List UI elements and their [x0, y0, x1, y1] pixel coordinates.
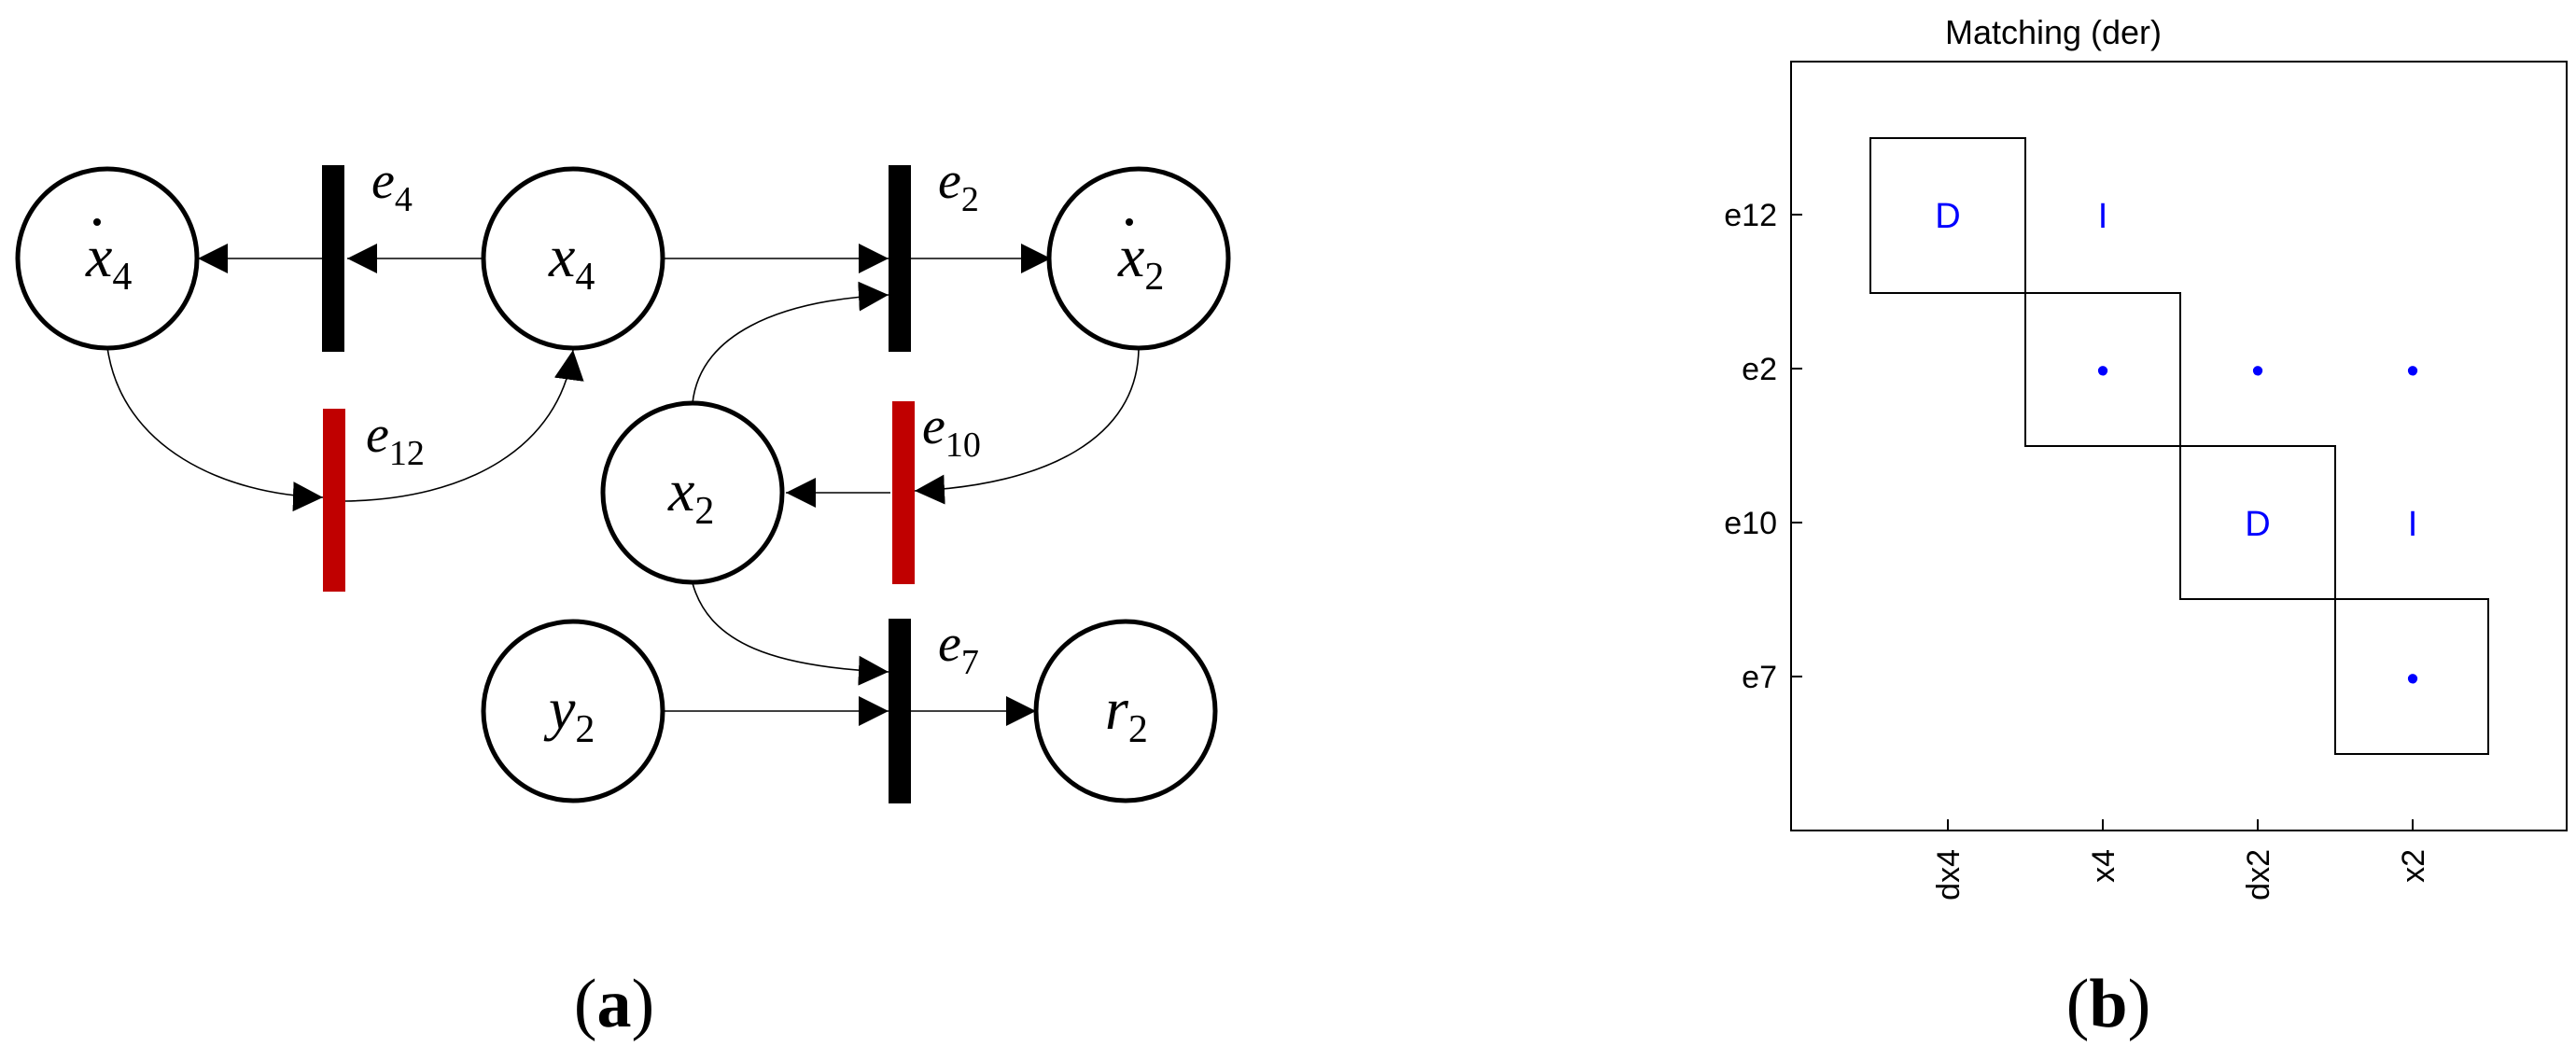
matching-block-3: [2179, 445, 2336, 600]
graph-edges: [106, 244, 1140, 726]
node-label-y2: y2: [543, 676, 595, 751]
variable-nodes: x4 x4 x2 x2 y2 r2: [15, 166, 1231, 803]
bipartite-graph: e4 e2 e12 e10 e7 x4 x4 x2: [15, 152, 1231, 1042]
col-label-dx2: dx2: [2241, 849, 2276, 900]
edge-e12-to-x4: [344, 349, 584, 502]
matching-matrix: Matching (der) e12 e2 e10 e7: [1724, 13, 2568, 1042]
constraint-label-e7: e7: [938, 615, 979, 682]
constraint-labels: e4 e2 e12 e10 e7: [366, 152, 981, 682]
matrix-row-labels: e12 e2 e10 e7: [1724, 198, 1777, 695]
constraint-label-e10: e10: [922, 398, 981, 465]
derivative-dot: [93, 218, 101, 226]
row-label-e12: e12: [1724, 198, 1777, 233]
matching-block-2: [2024, 292, 2181, 447]
node-y2: y2: [481, 619, 665, 803]
cell-e2-x2: •: [2406, 352, 2418, 391]
node-dx4: x4: [15, 166, 200, 351]
node-label-r2: r2: [1105, 676, 1148, 751]
cell-e2-dx2: •: [2251, 352, 2263, 391]
matching-block-1: [1869, 137, 2026, 294]
node-r2: r2: [1033, 619, 1218, 803]
constraint-label-e12: e12: [366, 406, 425, 473]
node-dx2: x2: [1046, 166, 1231, 351]
col-label-dx4: dx4: [1931, 849, 1967, 900]
matrix-title: Matching (der): [1945, 13, 2162, 51]
col-label-x4: x4: [2086, 849, 2121, 883]
node-x2: x2: [600, 400, 785, 585]
matrix-axes-box: [1790, 61, 2568, 831]
constraint-label-e2: e2: [938, 152, 979, 219]
cell-e2-x4: •: [2096, 352, 2108, 391]
node-label-dx2: x2: [1117, 223, 1164, 299]
matching-blocks: [1869, 137, 2489, 755]
row-label-e7: e7: [1742, 660, 1777, 695]
constraint-bar-e7: [889, 619, 911, 803]
edge-x2-to-e2: [692, 281, 889, 404]
cell-e12-dx4: D: [1935, 197, 1960, 236]
caption-b: (b): [2066, 966, 2150, 1042]
constraint-bar-e4: [322, 165, 344, 352]
node-label-x2: x2: [667, 457, 714, 533]
cell-e10-dx2: D: [2245, 505, 2270, 544]
node-label-x4: x4: [548, 223, 595, 299]
node-label-dx4: x4: [85, 223, 132, 299]
edge-dx2-to-e10: [914, 346, 1140, 505]
edge-x2-to-e7: [692, 582, 889, 686]
constraint-bar-e10: [892, 401, 915, 584]
matrix-column-labels: dx4 x4 dx2 x2: [1931, 849, 2431, 900]
col-label-x2: x2: [2396, 849, 2431, 883]
cell-e12-x4: I: [2098, 197, 2108, 236]
matching-block-4: [2334, 598, 2489, 755]
row-label-e2: e2: [1742, 352, 1777, 387]
cell-e7-x2: •: [2406, 660, 2418, 699]
caption-a: (a): [574, 966, 654, 1042]
edge-dx4-to-e12: [106, 346, 324, 512]
matrix-cells: D I • • • D I •: [1935, 197, 2418, 699]
derivative-dot: [1126, 218, 1133, 226]
constraint-label-e4: e4: [371, 152, 413, 219]
node-x4: x4: [481, 166, 665, 351]
constraint-bar-e2: [889, 165, 911, 352]
cell-e10-x2: I: [2408, 505, 2418, 544]
row-label-e10: e10: [1724, 506, 1777, 541]
matrix-ticks: [1791, 214, 2414, 831]
constraint-bar-e12: [323, 409, 345, 592]
constraint-bars: [322, 165, 915, 803]
